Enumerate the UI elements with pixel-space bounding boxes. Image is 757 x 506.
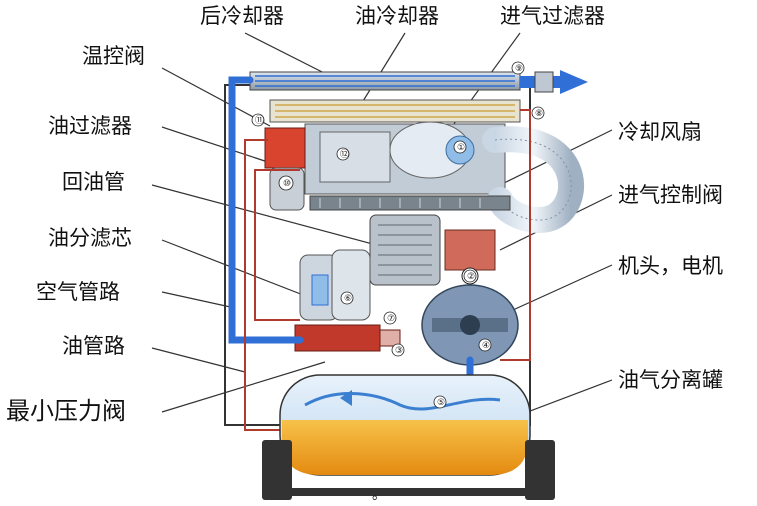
part-number-3-text: ③ <box>395 346 403 356</box>
part-number-6: ⑥ <box>340 291 354 305</box>
part-number-5-text: ⑤ <box>437 398 445 408</box>
separator-element <box>299 249 371 321</box>
part-number-7: ⑦ <box>383 311 397 325</box>
label-after-cooler: 后冷却器 <box>200 4 284 28</box>
after-cooler <box>249 71 521 91</box>
part-number-7-text: ⑦ <box>387 314 395 324</box>
part-number-1: ① <box>453 140 467 154</box>
label-return-pipe: 回油管 <box>62 170 125 194</box>
label-thermostatic-valve: 温控阀 <box>82 44 145 68</box>
part-number-3: ③ <box>391 343 405 357</box>
min-pressure-valve <box>294 324 401 352</box>
label-air-line: 空气管路 <box>36 280 120 304</box>
part-number-4: ④ <box>478 338 492 352</box>
separator-tank <box>279 374 531 476</box>
part-number-10: ⑩ <box>278 175 294 191</box>
part-number-12-text: ⑫ <box>340 149 349 160</box>
label-intake-control-valve: 进气控制阀 <box>618 183 723 207</box>
part-number-2: ② <box>463 269 477 283</box>
label-min-pressure-valve: 最小压力阀 <box>6 397 126 425</box>
part-number-2-text: ② <box>467 272 475 282</box>
label-oil-line: 油管路 <box>62 334 125 358</box>
part-number-tags: ① ② ③ ④ ⑤ ⑥ ⑦ ⑧ ⑨ ⑩ ⑪ ⑫ <box>251 61 545 409</box>
part-number-4-text: ④ <box>482 341 490 351</box>
part-number-5: ⑤ <box>433 395 447 409</box>
oil-cooler <box>269 99 521 123</box>
label-separator-element: 油分滤芯 <box>48 226 132 250</box>
label-intake-filter: 进气过滤器 <box>500 4 605 28</box>
part-number-6-text: ⑥ <box>344 294 352 304</box>
cooling-fan-hose <box>482 126 585 234</box>
base-frame <box>262 440 555 500</box>
airend <box>421 284 519 366</box>
label-oil-filter: 油过滤器 <box>48 114 132 138</box>
oil-filter <box>264 127 306 211</box>
part-number-9: ⑨ <box>511 61 525 75</box>
motor <box>369 214 441 286</box>
part-number-8-text: ⑧ <box>535 109 543 119</box>
part-number-1-text: ① <box>457 143 465 153</box>
part-number-11-text: ⑪ <box>255 115 264 126</box>
part-number-10-text: ⑩ <box>283 179 291 189</box>
label-separator-tank: 油气分离罐 <box>618 368 723 392</box>
cooling-fan <box>309 195 511 211</box>
label-oil-cooler: 油冷却器 <box>355 4 439 28</box>
label-airend-motor: 机头，电机 <box>618 254 723 278</box>
part-number-12: ⑫ <box>336 147 350 161</box>
oil-pipes <box>244 109 531 431</box>
part-number-8: ⑧ <box>531 106 545 120</box>
part-number-9-text: ⑨ <box>515 64 523 74</box>
air-outlet-arrow <box>520 70 588 94</box>
intake-filter <box>304 121 506 195</box>
label-cooling-fan: 冷却风扇 <box>618 120 702 144</box>
footer-mark: 。 <box>372 487 386 503</box>
part-number-11: ⑪ <box>251 113 265 127</box>
